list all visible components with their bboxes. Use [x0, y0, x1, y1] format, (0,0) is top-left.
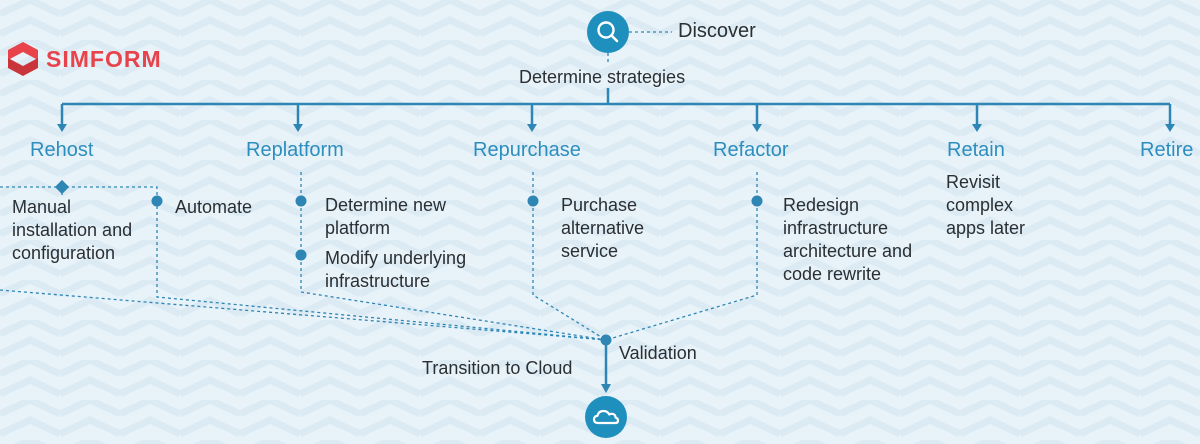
transition-label: Transition to Cloud	[422, 358, 573, 378]
strategy-repurchase: Repurchase	[473, 139, 581, 161]
retire-arrowhead	[1165, 124, 1175, 132]
search-icon	[597, 21, 619, 43]
strategy-rehost: Rehost	[30, 139, 94, 161]
automate-bullet	[151, 195, 163, 207]
rehost-diamond	[54, 179, 70, 195]
retain-item-revisit: Revisit complex apps later	[946, 172, 1026, 238]
strategy-retire: Retire	[1140, 139, 1194, 161]
replatform-item-modify: Modify underlying infrastructure	[325, 248, 467, 291]
modify-infrastructure-bullet	[295, 249, 307, 261]
cloud-arrowhead	[601, 384, 611, 393]
determine-new-platform-bullet	[295, 195, 307, 207]
retain-arrowhead	[972, 124, 982, 132]
redesign-bullet	[751, 195, 763, 207]
rehost-item-manual: Manual installation and configuration	[12, 197, 133, 263]
rehost-branch	[0, 186, 158, 200]
refactor-item-redesign: Redesign infrastructure architecture and…	[783, 195, 913, 284]
simform-logo: SIMFORM	[8, 42, 162, 76]
rehost-item-automate: Automate	[175, 197, 253, 217]
strategy-refactor: Refactor	[713, 139, 789, 161]
cloud-icon	[592, 409, 620, 425]
refactor-line	[605, 172, 758, 341]
validation-label: Validation	[619, 343, 697, 363]
replatform-item-determine: Determine new platform	[325, 195, 447, 238]
refactor-arrowhead	[752, 124, 762, 132]
determine-strategies-label: Determine strategies	[519, 67, 686, 87]
purchase-bullet	[527, 195, 539, 207]
repurchase-line	[532, 172, 607, 341]
simform-logo-icon	[8, 42, 38, 76]
rehost-arrowhead	[57, 124, 67, 132]
replatform-arrowhead	[293, 124, 303, 132]
brand-name: SIMFORM	[46, 45, 162, 72]
repurchase-arrowhead	[527, 124, 537, 132]
strategy-replatform: Replatform	[246, 139, 344, 161]
rehost-automate-line	[156, 200, 607, 341]
discover-circle	[587, 11, 629, 53]
cloud-circle	[585, 396, 627, 438]
strategy-retain: Retain	[947, 139, 1005, 161]
replatform-line	[300, 172, 607, 341]
rehost-left-line	[0, 289, 607, 341]
repurchase-item-purchase: Purchase alternative service	[561, 195, 645, 261]
discover-label: Discover	[678, 20, 756, 42]
